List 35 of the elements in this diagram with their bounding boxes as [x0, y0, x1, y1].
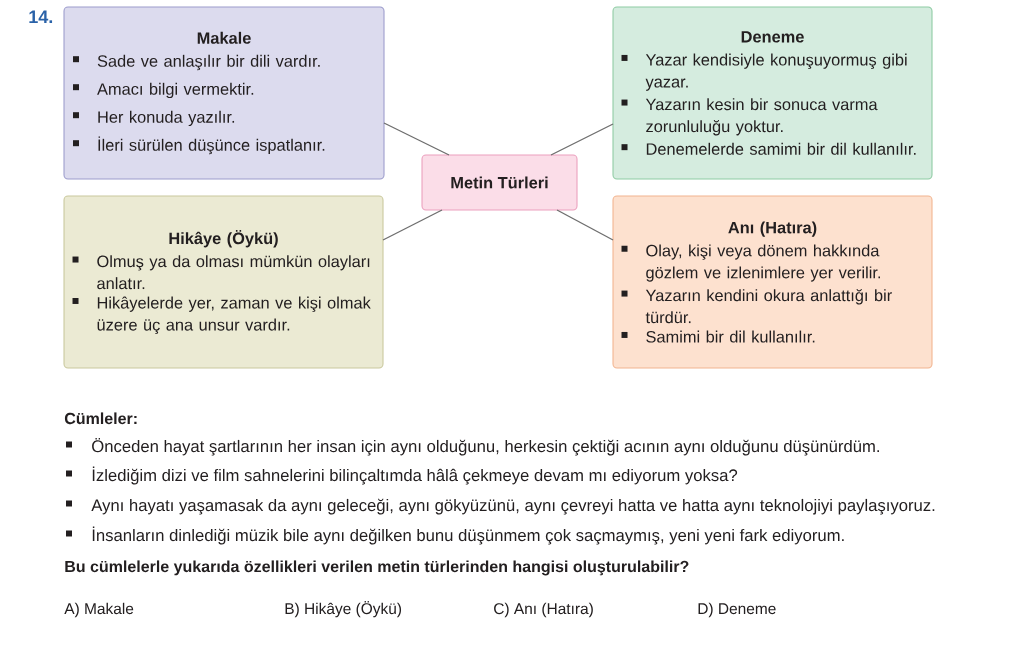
connector-line — [382, 209, 443, 241]
list-item: Yazarın kendini okura anlattığı bir türdür. — [645, 289, 892, 324]
list-item: Denemelerde samimi bir dil kullanılır. — [646, 142, 916, 155]
list-item: Amacı bilgi vermektir. — [97, 82, 254, 99]
section-heading: Cümleler: — [64, 412, 137, 425]
list-item: İnsanların dinlediği müzik bile aynı değilken bunu düşünmem çok saçmaymış, yeni yeni fark ediyorum. — [92, 526, 844, 545]
list-item: Yazarın kesin bir sonuca varma zorunluluğu yoktur. — [645, 98, 878, 136]
info-box — [612, 6, 933, 180]
list-item: Sade ve anlaşılır bir dili vardır. — [97, 54, 320, 71]
box-heading: Anı (Hatıra) — [728, 221, 817, 237]
question-text: Bu cümlelerle yukarıda özellikleri verilen metin türlerinden hangisi oluşturulabilir? — [65, 560, 689, 576]
topic-box: Metin Türleri — [421, 154, 578, 211]
list-item: Önceden hayat şartlarının her insan için aynı olduğunu, herkesin çektiği acının aynı olduğunu düşünürdüm. — [92, 438, 879, 456]
info-box — [63, 195, 384, 369]
info-box — [612, 195, 933, 369]
list-item: Her konuda yazılır. — [98, 110, 235, 127]
box-heading: Hikâye (Öykü) — [169, 230, 278, 248]
box-heading: Makale — [197, 31, 251, 44]
list-item: Hikâyelerde yer, zaman ve kişi olmak üzere üç ana unsur vardır. — [97, 296, 371, 334]
list-item: Olmuş ya da olması mümkün olayları anlatır. — [97, 255, 370, 290]
list-item: İleri sürülen düşünce ispatlanır. — [98, 136, 325, 155]
connector-line — [383, 122, 450, 156]
list-item: Samimi bir dil kullanılır. — [646, 330, 815, 343]
box-heading: Deneme — [741, 31, 804, 43]
list-item: Olay, kişi veya dönem hakkında gözlem ve izlenimlere yer verilir. — [646, 244, 880, 282]
list-item: İzlediğim dizi ve film sahnelerini bilinçaltımda hâlâ çekmeye devam mı ediyorum yoksa? — [92, 466, 738, 485]
answer-option: B) Hikâye (Öykü) — [285, 601, 402, 618]
list-item: Aynı hayatı yaşamasak da aynı geleceği, aynı gökyüzünü, aynı çevreyi hatta ve hatta aynı teknolojiyi paylaşıyoruz. — [91, 498, 935, 515]
list-item: Yazar kendisiyle konuşuyormuş gibi yazar. — [645, 53, 907, 91]
answer-option: C) Anı (Hatıra) — [494, 602, 593, 618]
connector-line — [550, 123, 614, 156]
answer-option: D) Deneme — [698, 602, 776, 618]
info-box — [63, 6, 385, 180]
connector-line — [556, 209, 614, 241]
answer-option: A) Makale — [64, 602, 134, 618]
